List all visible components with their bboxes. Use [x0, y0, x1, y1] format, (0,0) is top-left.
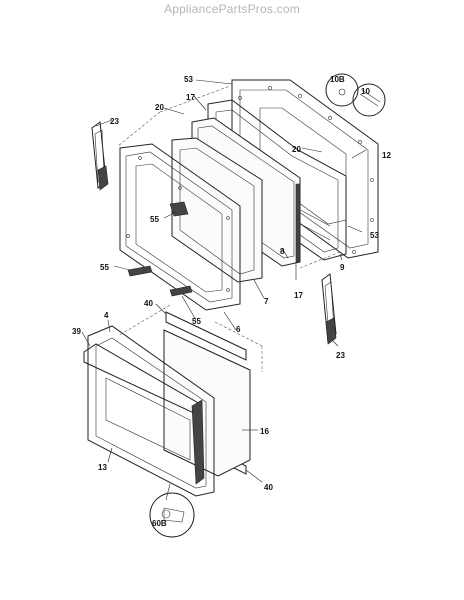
callout-23-second: 23 [336, 351, 345, 360]
callout-40-second: 40 [264, 483, 273, 492]
callout-10: 10 [361, 87, 370, 96]
callout-17-second: 17 [294, 291, 303, 300]
callout-10b: 10B [330, 75, 345, 84]
detail-10 [352, 83, 386, 117]
callout-55: 55 [150, 215, 159, 224]
callout-55-second: 55 [100, 263, 109, 272]
callout-12: 12 [382, 151, 391, 160]
callout-16: 16 [260, 427, 269, 436]
callout-4: 4 [104, 311, 109, 320]
callout-17: 17 [186, 93, 195, 102]
callout-13: 13 [98, 463, 107, 472]
callout-55-third: 55 [192, 317, 201, 326]
callout-60b: 60B [152, 519, 167, 528]
callout-20-second: 20 [292, 145, 301, 154]
detail-10b [325, 73, 359, 107]
channel-upper [165, 311, 247, 361]
detail-60b [149, 492, 195, 538]
leader-lines [81, 79, 367, 501]
callout-6: 6 [236, 325, 241, 334]
outer-door-panel [83, 325, 215, 497]
hinge-right [321, 273, 337, 345]
callout-40: 40 [144, 299, 153, 308]
watermark: AppliancePartsPros.com [164, 2, 300, 16]
callout-labels: 53 20 17 23 10B 10 12 20 55 7 8 17 9 53 … [72, 75, 391, 528]
callout-39: 39 [72, 327, 81, 336]
callout-20: 20 [155, 103, 164, 112]
callout-9: 9 [340, 263, 345, 272]
inner-door-frame [119, 143, 241, 311]
callout-8: 8 [280, 247, 285, 256]
hinge-left [91, 121, 109, 191]
callout-7: 7 [264, 297, 269, 306]
callout-23: 23 [110, 117, 119, 126]
insulation-panel [163, 329, 251, 477]
callout-53: 53 [184, 75, 193, 84]
callout-53-second: 53 [370, 231, 379, 240]
